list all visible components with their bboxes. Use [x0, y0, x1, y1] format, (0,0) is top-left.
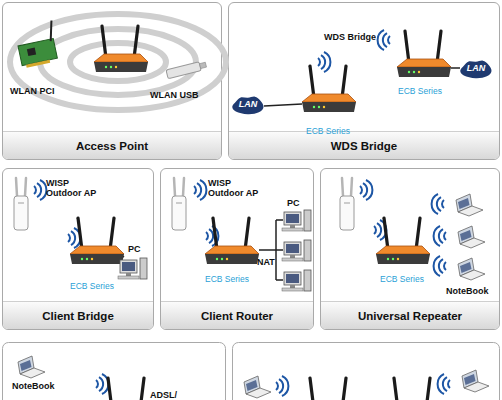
outdoor-ap-icon — [340, 178, 354, 230]
device-label: ADSL/ — [150, 390, 177, 400]
router-icon — [386, 378, 440, 400]
wifi-waves — [34, 180, 46, 200]
wifi-waves — [360, 180, 372, 200]
series-label: ECB Series — [205, 274, 249, 284]
router-icon — [94, 26, 148, 72]
outdoor-ap-icon — [14, 178, 28, 230]
device-label: NoteBook — [12, 381, 55, 391]
pc-icon — [282, 210, 311, 231]
wifi-waves — [434, 226, 446, 246]
device-label: WISP Outdoor AP — [46, 178, 102, 198]
notebook-icon — [18, 356, 45, 378]
lan-wire — [264, 104, 302, 106]
series-label: ECB Series — [380, 274, 424, 284]
lan-cloud: LAN — [230, 94, 266, 116]
wifi-waves — [194, 180, 206, 200]
wifi-waves — [438, 374, 450, 394]
notebook-icon — [458, 258, 485, 280]
wifi-waves — [378, 30, 390, 50]
outdoor-ap-icon — [172, 178, 186, 230]
lan-label: LAN — [230, 99, 266, 109]
panel-title: Client Bridge — [3, 310, 153, 322]
device-label: WLAN PCI — [10, 86, 55, 96]
router-icon — [376, 218, 430, 264]
router-icon — [302, 66, 356, 112]
link-label: WDS Bridge — [324, 32, 376, 42]
lan-label: LAN — [458, 63, 494, 73]
router-icon — [100, 378, 154, 400]
wlan-pci-card — [14, 20, 60, 68]
notebook-icon — [244, 376, 271, 398]
panel-title: WDS Bridge — [229, 140, 499, 152]
device-label: PC — [128, 244, 141, 254]
router-icon — [302, 378, 356, 400]
series-label: ECB Series — [70, 281, 114, 291]
wlan-usb-stick — [166, 60, 207, 78]
wifi-waves — [276, 376, 288, 396]
panel-frame — [233, 343, 500, 400]
router-icon — [205, 218, 259, 264]
router-icon — [397, 31, 451, 77]
device-label: PC — [287, 198, 300, 208]
wifi-waves — [96, 374, 108, 394]
device-label: WLAN USB — [150, 90, 199, 100]
lan-wire — [451, 67, 460, 69]
panel-title: Universal Repeater — [321, 310, 499, 322]
series-label: ECB Series — [306, 126, 350, 136]
pc-icon — [282, 270, 311, 291]
device-label: WISP Outdoor AP — [208, 178, 264, 198]
notebook-icon — [456, 194, 483, 216]
mode-panel: WDS BridgeLANLAN — [228, 2, 500, 160]
lan-cloud: LAN — [458, 58, 494, 80]
wifi-waves — [432, 194, 444, 214]
panel-title: Access Point — [3, 140, 221, 152]
router-icon — [70, 218, 124, 264]
signal-rings — [10, 14, 226, 110]
nat-wires — [259, 220, 283, 280]
pc-icon — [118, 258, 147, 279]
notebook-icon — [458, 226, 485, 248]
device-label: NoteBook — [446, 286, 489, 296]
pc-icon — [282, 240, 311, 261]
wifi-waves — [434, 256, 446, 276]
notebook-icon — [462, 370, 489, 392]
panel-title: Client Router — [161, 310, 313, 322]
series-label: ECB Series — [398, 86, 442, 96]
panel-frame — [3, 343, 226, 400]
nat-label: NAT — [257, 257, 275, 267]
wifi-waves — [318, 52, 330, 72]
